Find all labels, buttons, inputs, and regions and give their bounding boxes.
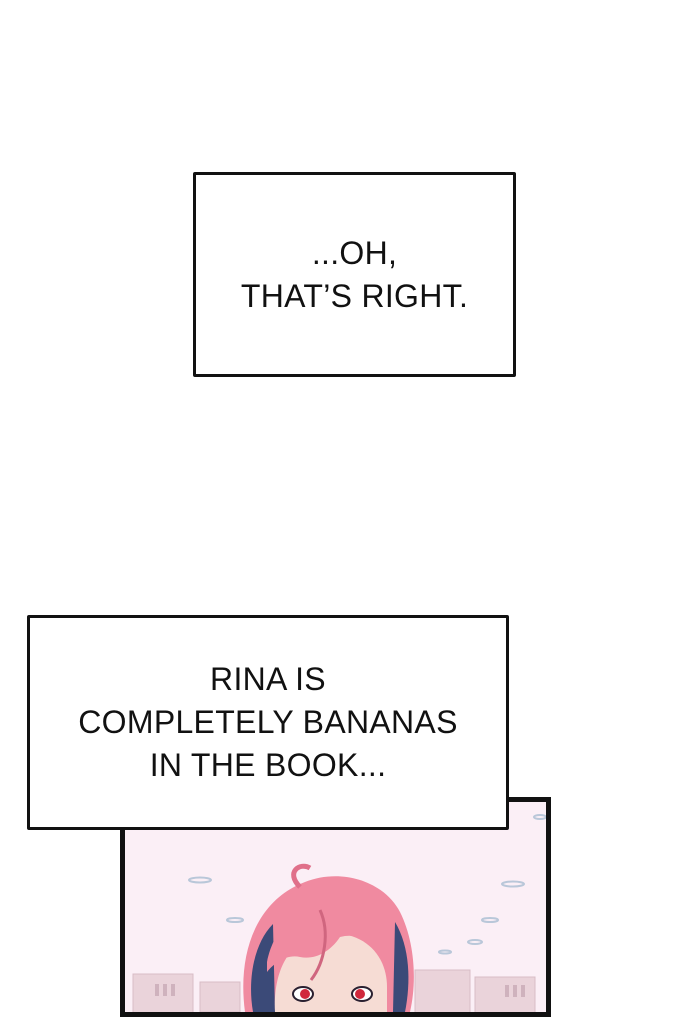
comic-panel [120, 797, 551, 1017]
caption-text-top: ...OH, THAT’S RIGHT. [241, 232, 468, 318]
caption-line: COMPLETELY BANANAS [78, 704, 458, 740]
caption-line: THAT’S RIGHT. [240, 277, 469, 314]
caption-line: ...OH, [311, 234, 398, 271]
caption-line: IN THE BOOK... [149, 747, 387, 783]
caption-box-bottom: RINA IS COMPLETELY BANANAS IN THE BOOK..… [27, 615, 509, 830]
caption-box-top: ...OH, THAT’S RIGHT. [193, 172, 516, 377]
caption-text-bottom: RINA IS COMPLETELY BANANAS IN THE BOOK..… [78, 658, 457, 787]
character-illustration [132, 814, 546, 1012]
caption-line: RINA IS [210, 661, 326, 697]
